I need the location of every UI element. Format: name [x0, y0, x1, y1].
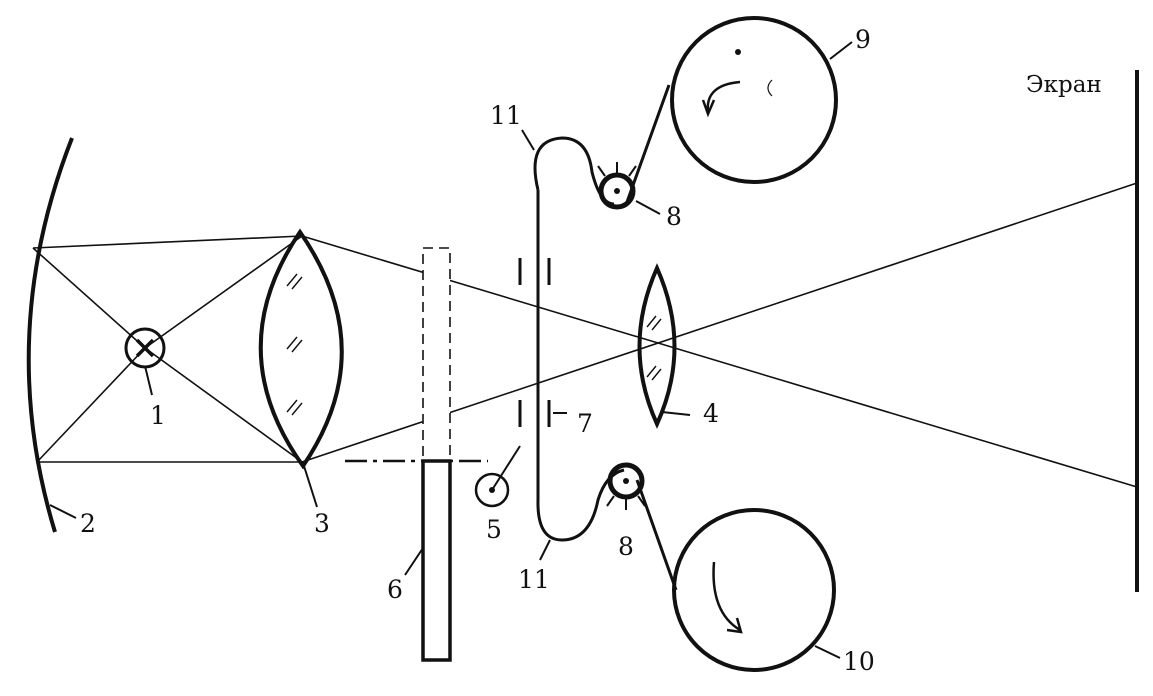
feed-reel [670, 16, 838, 184]
objective-lens [637, 263, 677, 429]
label-shutter-axis: 5 [486, 515, 502, 544]
label-mirror: 2 [80, 509, 96, 538]
label-shutter: 6 [387, 575, 403, 604]
leader-lines [49, 41, 853, 659]
shutter-drive-wheel [474, 445, 521, 508]
label-objective: 4 [703, 399, 719, 428]
label-sprocket-top: 8 [666, 202, 682, 231]
film-gate [518, 258, 567, 427]
sprocket-top [597, 162, 637, 210]
film-strip-to-reels [625, 84, 678, 591]
label-lamp: 1 [150, 401, 166, 430]
shutter [421, 247, 452, 662]
lamp [124, 327, 166, 369]
label-gate: 7 [577, 409, 593, 438]
light-rays-illumination [32, 235, 303, 463]
label-screen: Экран [1026, 72, 1102, 98]
takeup-reel [672, 508, 836, 672]
label-condenser: 3 [314, 509, 330, 538]
concave-mirror [26, 137, 74, 533]
label-takeup-reel: 10 [843, 647, 875, 676]
label-loop-bottom: 11 [518, 565, 550, 594]
sprocket-bottom [606, 462, 646, 510]
label-feed-reel: 9 [855, 25, 871, 54]
label-loop-top: 11 [490, 101, 522, 130]
label-sprocket-bottom: 8 [618, 532, 634, 561]
condenser-lens [258, 228, 344, 470]
